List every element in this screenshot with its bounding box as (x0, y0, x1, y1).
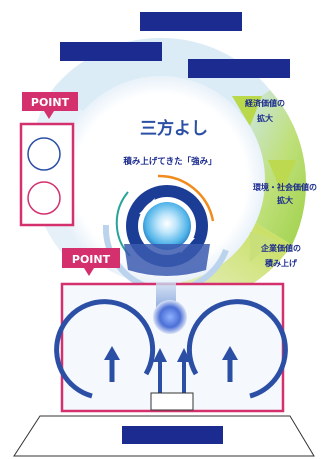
arrow-up-icon (222, 346, 238, 360)
cycle-label-social-2: 拡大 (277, 195, 293, 205)
arrow-up-icon (177, 348, 191, 362)
left-circle-top (27, 137, 61, 171)
left-circle-bottom (27, 181, 61, 215)
cycle-label-economic-2: 拡大 (257, 113, 273, 123)
point-badge-2: POINT (72, 253, 111, 266)
cycle-label-corporate-1: 企業価値の (260, 243, 301, 253)
cycle-label-corporate-2: 積み上げ (264, 258, 298, 268)
orange-arc (157, 174, 215, 222)
top-label-bar-1 (140, 12, 242, 31)
left-loop-icon (54, 299, 156, 399)
point-callout-1: POINT (22, 92, 78, 119)
center-subtitle: 積み上げてきた「強み」 (122, 156, 216, 167)
point-callout-2: POINT (62, 248, 120, 276)
arrow-up-icon (153, 348, 167, 362)
top-label-bar-3 (188, 59, 290, 78)
top-label-bar-2 (60, 42, 162, 61)
cycle-arrow-1-icon (232, 96, 262, 126)
lower-orb-icon (153, 300, 187, 334)
glowing-orb-icon (143, 202, 191, 250)
center-title: 三方よし (140, 118, 208, 139)
right-loop-icon (186, 299, 288, 399)
arrow-up-icon (104, 346, 120, 360)
cycle-arrow-2-icon (268, 160, 296, 194)
cycle-label-economic-1: 経済価値の (245, 98, 285, 108)
core-base-band (124, 244, 210, 276)
point-badge-1: POINT (31, 96, 70, 109)
base-label-bar (122, 426, 223, 444)
bottom-label-slot (150, 392, 194, 411)
cycle-arrow-3-icon (250, 232, 276, 262)
cycle-label-social-1: 環境・社会価値の (253, 182, 317, 192)
